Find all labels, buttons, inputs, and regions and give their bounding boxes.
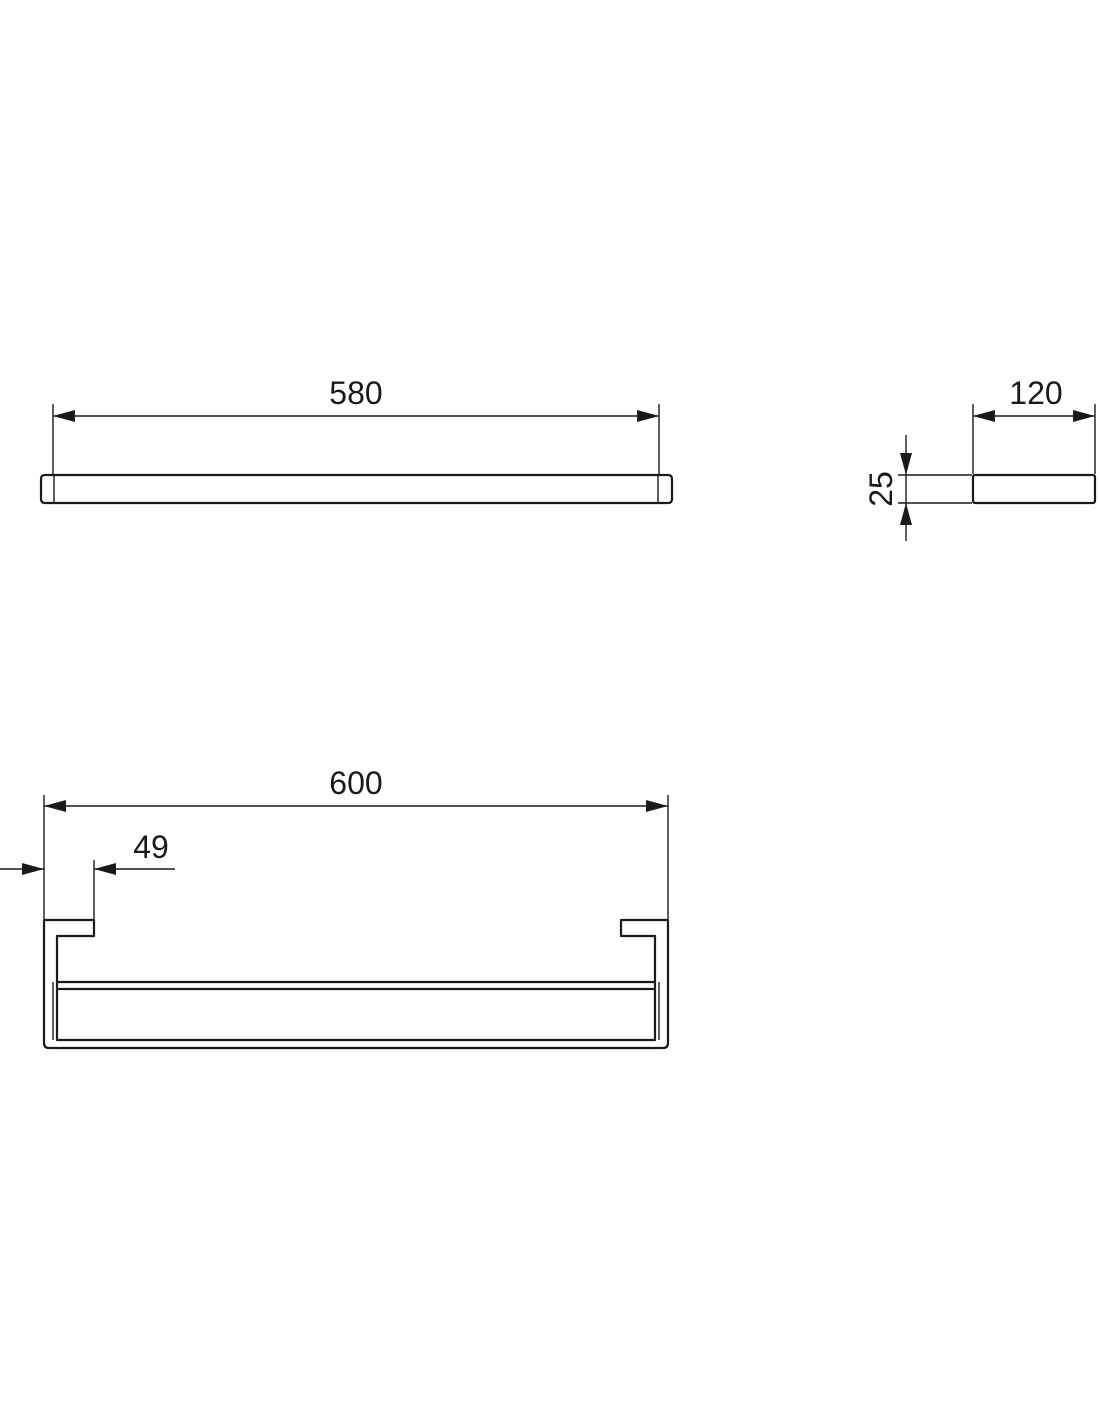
front-view: 600 49: [0, 765, 670, 1050]
top-view-bar: [39, 473, 674, 505]
side-view-width-arrow-right: [1073, 410, 1095, 422]
side-view-height-arrow-top: [900, 453, 912, 475]
side-view: 120 25: [863, 375, 1097, 541]
bracket-offset-label: 49: [133, 829, 169, 865]
top-view-dim-arrow-left: [53, 410, 75, 422]
side-view-height-arrow-bottom: [900, 503, 912, 525]
side-view-height-label: 25: [863, 471, 899, 507]
front-view-outline: [42, 918, 670, 1050]
top-view-dim-arrow-right: [637, 410, 659, 422]
front-view-length-label: 600: [329, 765, 382, 801]
side-view-bar: [971, 473, 1097, 505]
front-view-dim-arrow-right: [646, 800, 668, 812]
bracket-dim-arrow-right: [94, 863, 116, 875]
side-view-width-arrow-left: [973, 410, 995, 422]
side-view-depth-label: 120: [1009, 375, 1062, 411]
bracket-dim-arrow-left: [22, 863, 44, 875]
front-view-dim-arrow-left: [44, 800, 66, 812]
top-view: 580: [39, 375, 674, 505]
top-view-length-label: 580: [329, 375, 382, 411]
